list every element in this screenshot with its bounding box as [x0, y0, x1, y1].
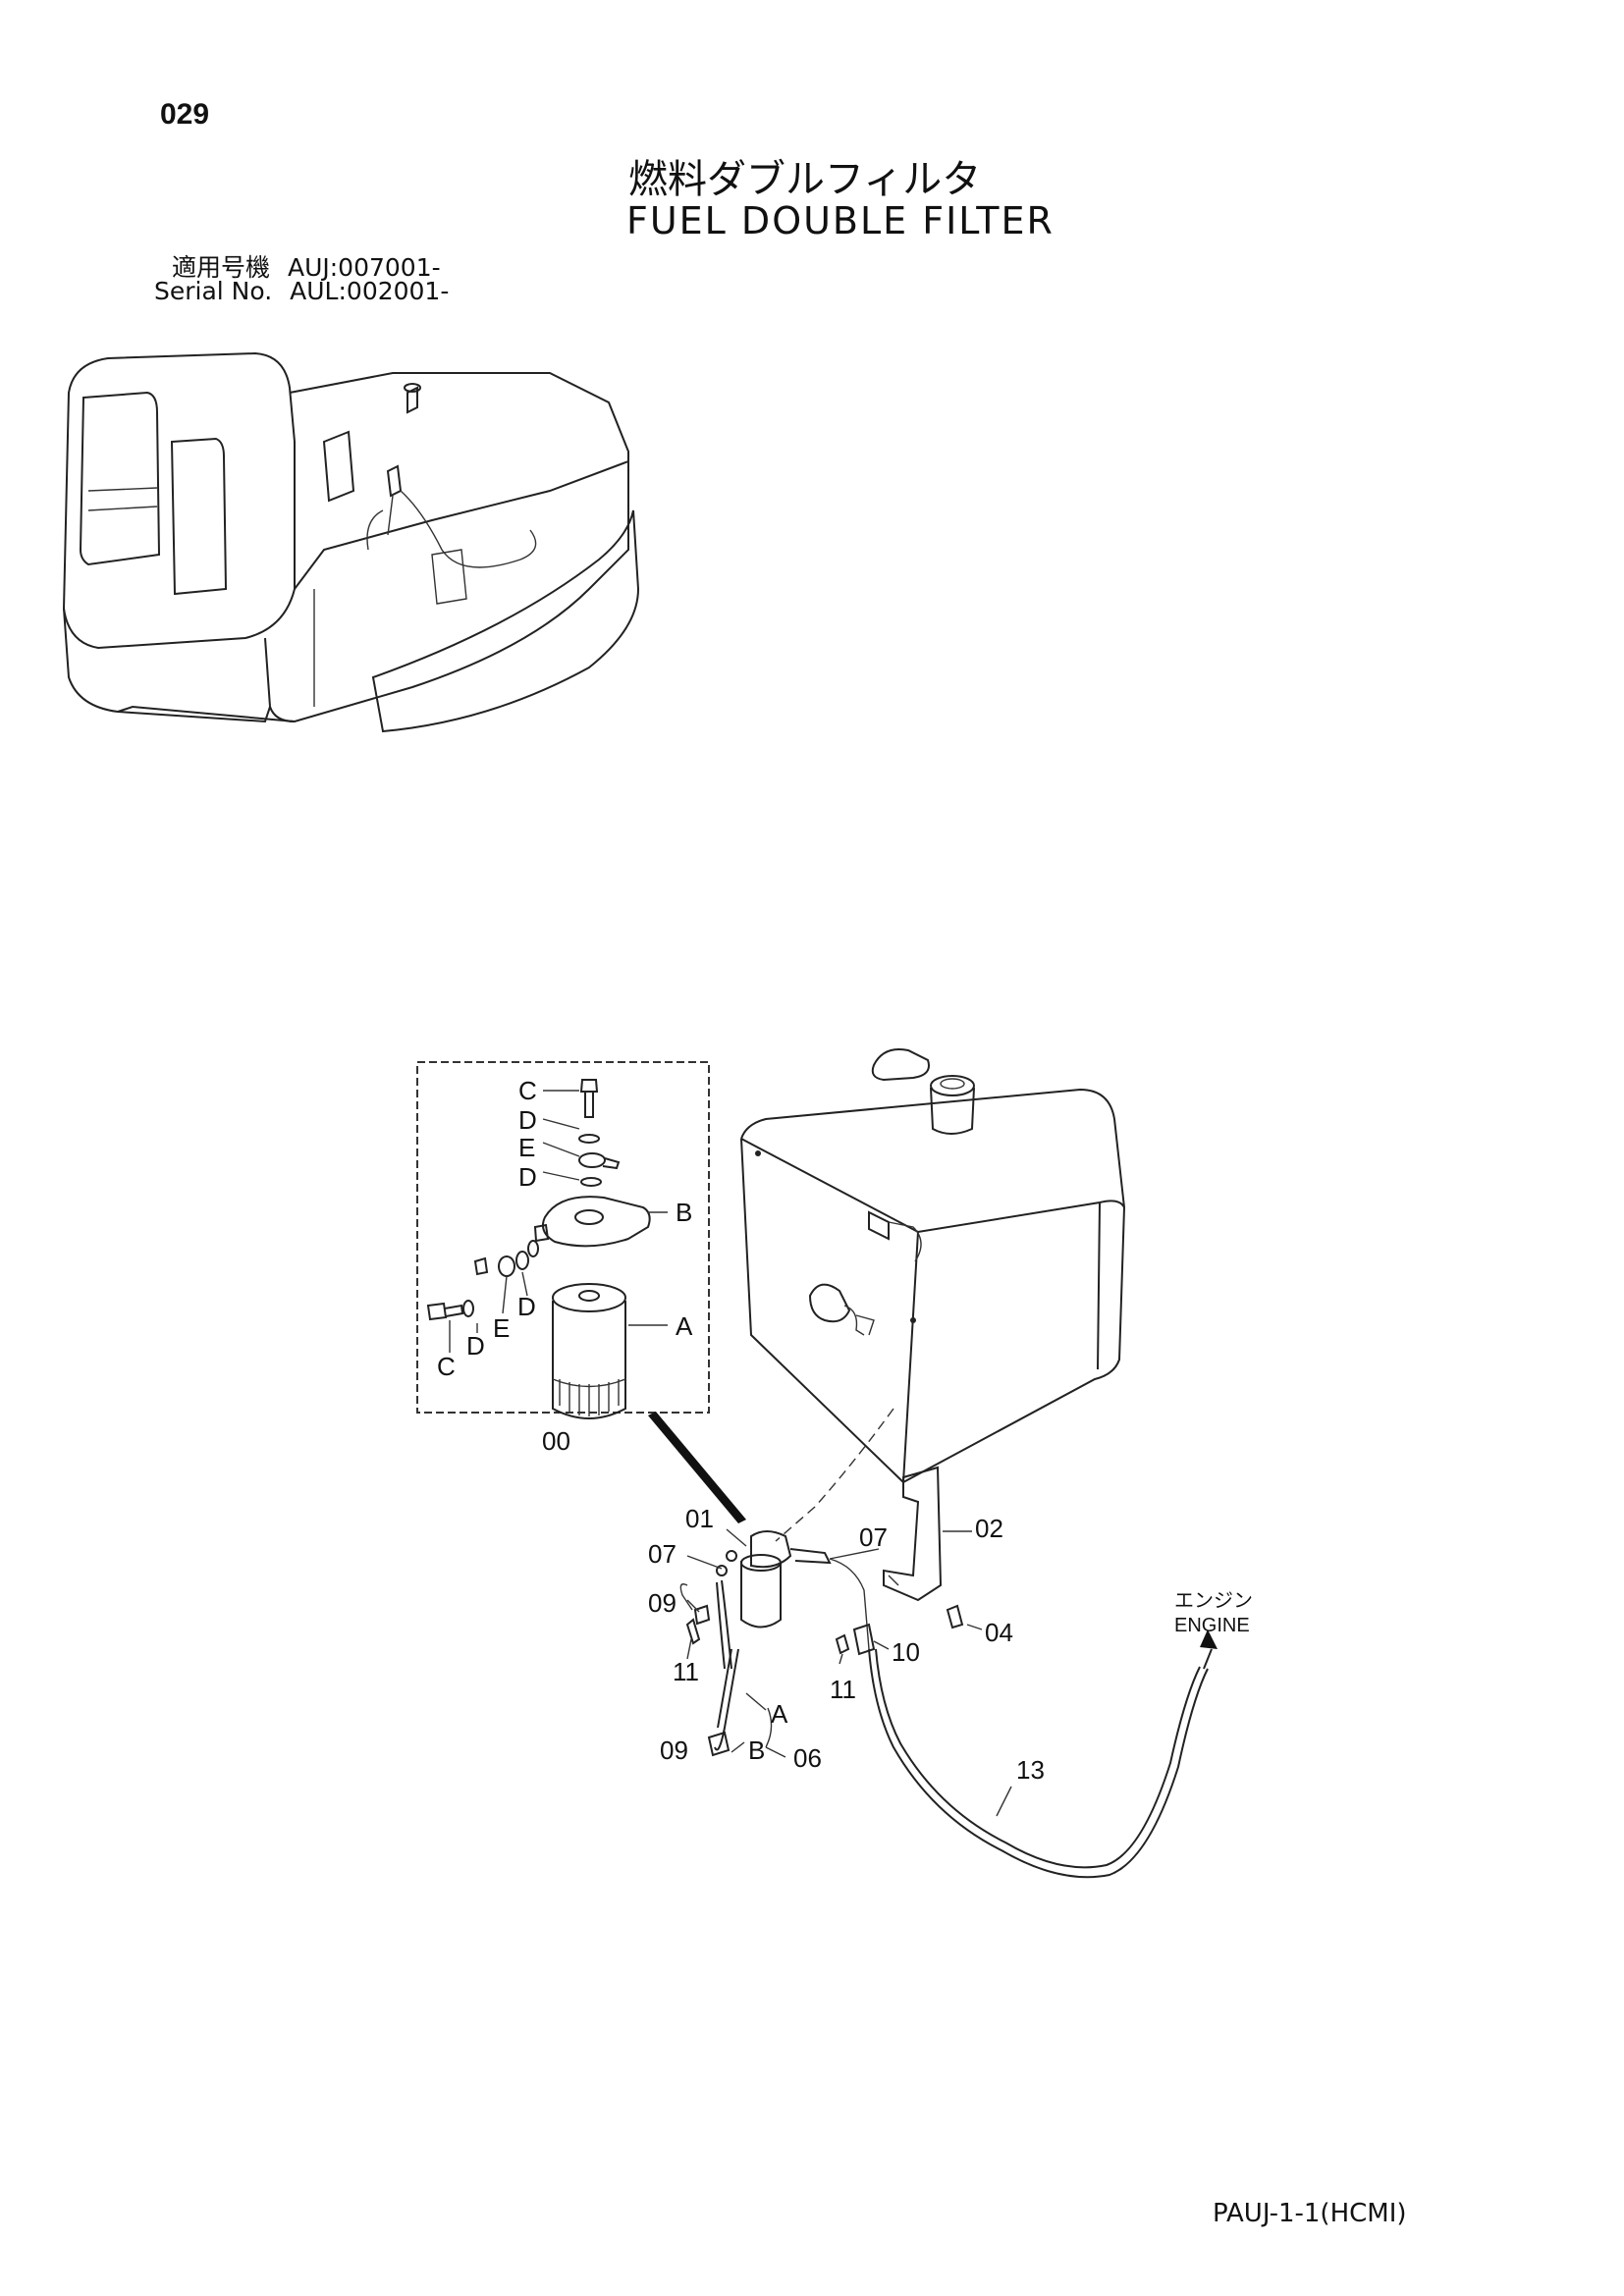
callout-02: 02: [975, 1514, 1003, 1543]
callout-13: 13: [1016, 1755, 1045, 1785]
callout-07-right: 07: [859, 1522, 888, 1552]
callout-09-bottom: 09: [660, 1735, 688, 1765]
fuel-tank: [740, 1048, 1125, 1485]
detail-group-number: 00: [542, 1426, 570, 1456]
title-english: FUEL DOUBLE FILTER: [626, 199, 1055, 242]
callout-09-top: 09: [648, 1588, 677, 1618]
detail-frame: [416, 1061, 710, 1414]
serial-line-english: Serial No. AUL:002001-: [154, 277, 449, 305]
callout-07-left: 07: [648, 1539, 677, 1569]
detail-pointer-arrow: [648, 1412, 746, 1523]
footer-page-code: PAUJ-1-1(HCMI): [1213, 2199, 1407, 2228]
detail-callout-d-2: D: [518, 1162, 537, 1192]
detail-callout-e-1: E: [518, 1133, 535, 1162]
callout-01: 01: [685, 1504, 714, 1533]
callout-a-hose: A: [771, 1699, 788, 1729]
detail-callout-c-bottom: C: [437, 1352, 456, 1381]
serial-value-en: AUL:002001-: [290, 277, 450, 305]
title-japanese: 燃料ダブルフィルタ: [628, 157, 982, 202]
callout-b-hose: B: [748, 1735, 765, 1765]
serial-label-en: Serial No.: [154, 277, 273, 305]
detail-callout-d-3: D: [517, 1292, 536, 1321]
detail-callout-c-top: C: [518, 1076, 537, 1105]
detail-callout-b: B: [676, 1198, 692, 1227]
excavator-overview-illustration: [62, 351, 640, 733]
callout-04: 04: [985, 1618, 1013, 1647]
detail-callout-d-1: D: [518, 1105, 537, 1135]
callout-11-left: 11: [673, 1657, 699, 1686]
detail-callout-a: A: [676, 1311, 693, 1341]
engine-label-jp: エンジン: [1174, 1590, 1253, 1612]
detail-callout-e-2: E: [493, 1313, 510, 1343]
serial-value-jp: AUJ:007001-: [287, 253, 441, 282]
callout-10: 10: [892, 1637, 920, 1667]
callout-06: 06: [793, 1743, 822, 1773]
serial-line-japanese: 適用号機 AUJ:007001-: [172, 248, 441, 284]
detail-callout-d-4: D: [466, 1331, 485, 1361]
filter-assembly: [679, 1408, 1218, 1879]
page-number: 029: [160, 98, 210, 131]
callout-11-right: 11: [830, 1675, 856, 1704]
exploded-detail-group: C D E D B D E D C A 00: [416, 1061, 710, 1456]
serial-label-jp: 適用号機: [172, 253, 271, 282]
engine-label-en: ENGINE: [1174, 1615, 1250, 1636]
